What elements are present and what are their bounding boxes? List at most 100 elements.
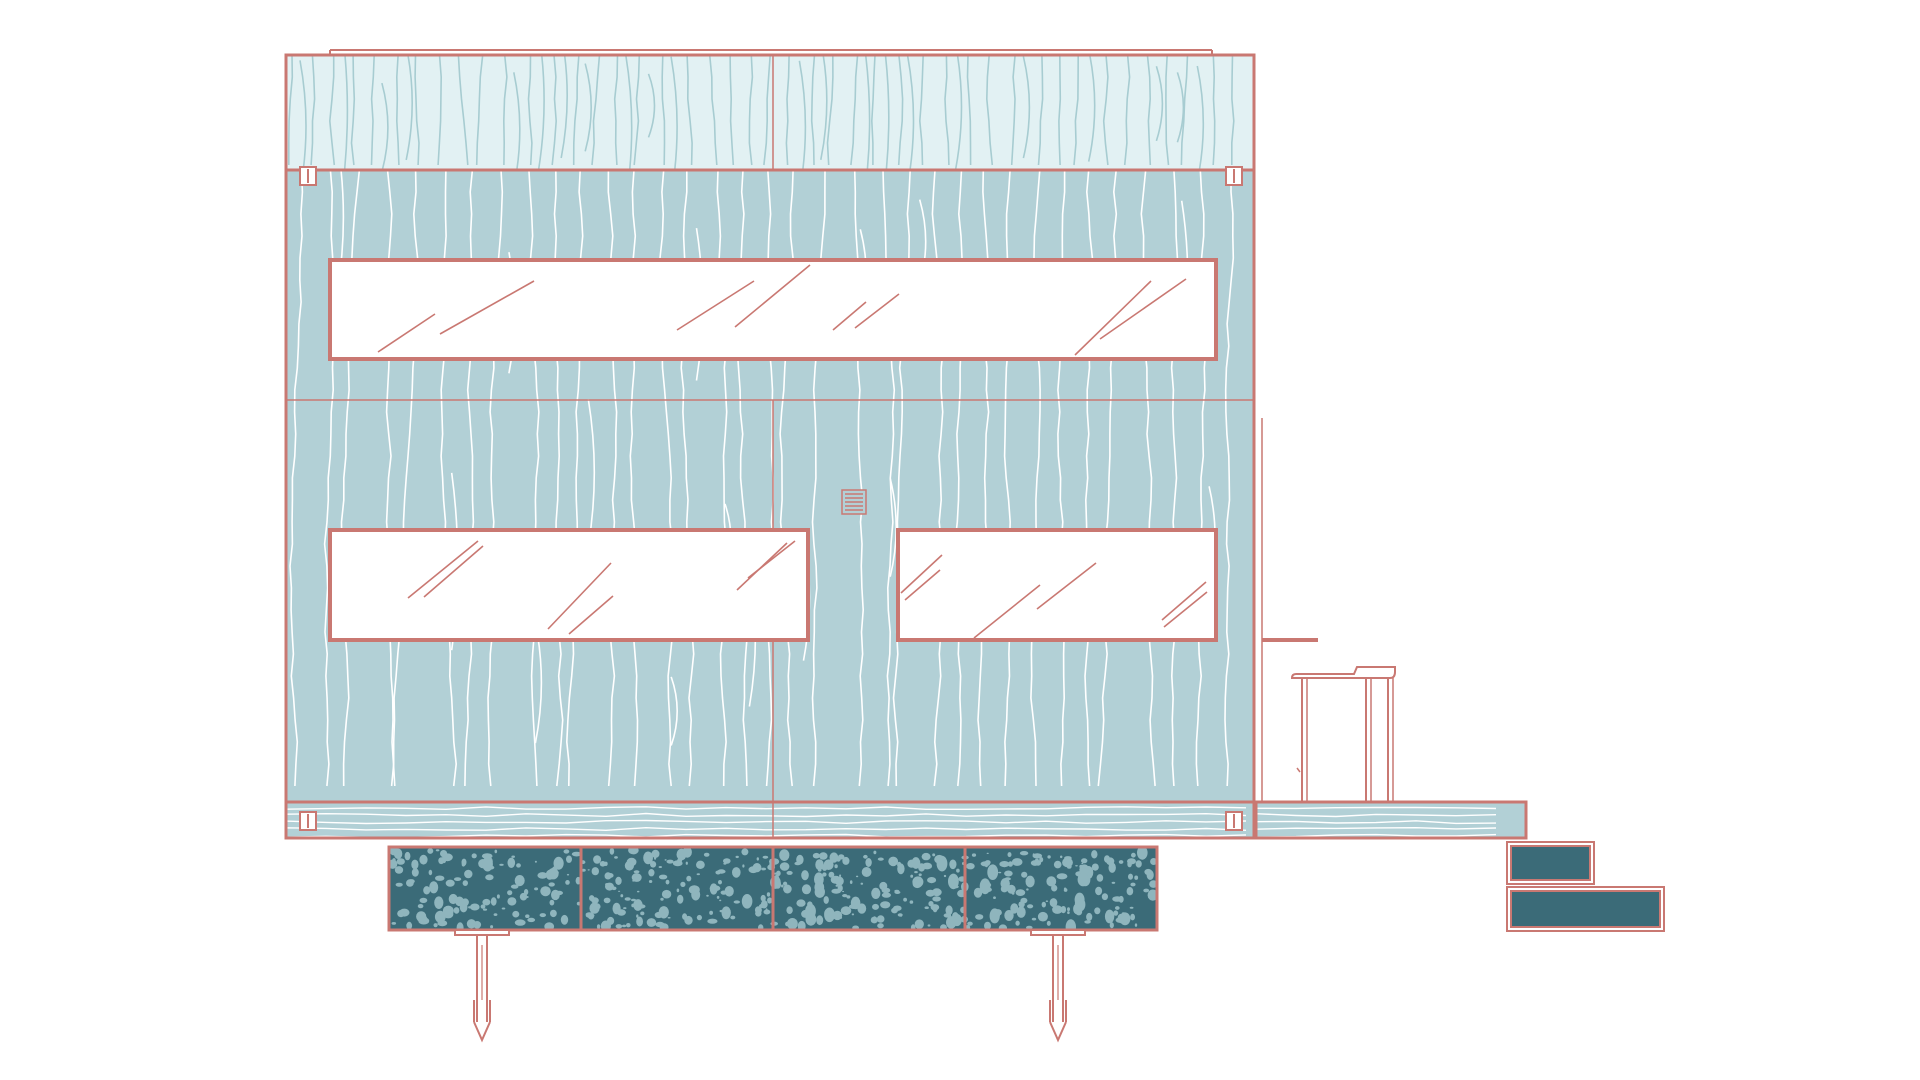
speckle	[514, 875, 525, 887]
speckle	[419, 854, 428, 865]
speckle	[1062, 857, 1073, 868]
speckle	[507, 890, 513, 896]
speckle	[924, 906, 929, 909]
speckle	[609, 847, 615, 855]
speckle	[404, 851, 411, 861]
grain-knot	[584, 63, 592, 152]
speckle	[1091, 850, 1098, 859]
speckle	[807, 901, 813, 907]
speckle	[490, 925, 494, 929]
speckle	[437, 920, 448, 927]
speckle	[640, 911, 645, 916]
speckle	[643, 851, 653, 865]
speckle	[1026, 925, 1033, 930]
speckle	[914, 871, 918, 874]
speckle	[863, 854, 868, 859]
speckle	[756, 857, 759, 861]
speckle	[838, 854, 845, 860]
speckle	[873, 850, 877, 855]
speckle	[631, 903, 635, 908]
speckle	[716, 895, 720, 899]
grain-line	[1256, 806, 1497, 810]
corner-bracket	[299, 166, 317, 186]
speckle	[815, 859, 824, 871]
speckle	[1147, 889, 1157, 901]
speckle	[664, 859, 667, 861]
speckle	[1081, 858, 1088, 864]
speckle	[709, 885, 721, 892]
speckle	[1007, 852, 1012, 858]
speckle	[1115, 906, 1120, 910]
speckle	[877, 857, 884, 861]
grain-line	[1180, 55, 1190, 166]
speckle	[721, 906, 731, 920]
clerestory-glass-reflections	[377, 264, 1187, 356]
speckle	[1015, 889, 1026, 896]
speckle	[993, 896, 996, 899]
speckle	[1010, 903, 1019, 914]
speckle	[927, 877, 937, 884]
speckle	[1041, 901, 1047, 908]
speckle	[787, 921, 791, 924]
speckle	[665, 879, 670, 885]
grain-line	[658, 170, 674, 787]
speckle	[748, 866, 759, 874]
speckle	[429, 881, 439, 894]
grain-line	[289, 170, 304, 787]
upper-cladding-band	[284, 49, 1256, 172]
main-wall	[284, 168, 1263, 804]
support-legs	[454, 929, 1086, 1043]
grain-knot	[954, 55, 963, 170]
grain-line	[685, 55, 693, 166]
grain-knot	[513, 72, 521, 170]
speckle	[654, 911, 664, 919]
grain-knot	[670, 56, 678, 170]
speckle	[971, 853, 977, 857]
grain-line	[527, 55, 533, 166]
speckle	[682, 913, 688, 920]
speckle	[622, 924, 627, 928]
speckle	[660, 897, 664, 901]
base-speckle-texture	[389, 847, 1157, 930]
speckle	[468, 906, 472, 909]
speckle	[499, 863, 504, 866]
speckle	[560, 914, 569, 925]
speckle	[406, 921, 413, 930]
speckle	[1096, 874, 1104, 882]
grain-line	[1084, 170, 1094, 787]
grain-knot	[537, 55, 545, 170]
grain-line	[708, 55, 718, 166]
grain-line	[572, 55, 580, 166]
speckle	[876, 915, 885, 923]
speckle	[1104, 909, 1115, 924]
speckle	[490, 897, 497, 906]
grain-line	[1057, 170, 1067, 787]
speckle	[909, 900, 914, 904]
speckle	[849, 880, 853, 884]
speckle	[525, 914, 530, 918]
speckle	[411, 868, 419, 877]
speckle	[816, 915, 824, 926]
speckle	[851, 913, 855, 916]
speckle	[786, 870, 793, 875]
speckle	[571, 851, 582, 857]
speckle	[636, 890, 640, 893]
speckle	[548, 882, 555, 887]
speckle	[648, 880, 653, 883]
grain-line	[414, 55, 420, 166]
vent-slats	[845, 493, 863, 511]
speckle	[925, 889, 936, 897]
speckle	[527, 917, 536, 923]
speckle	[1141, 848, 1145, 854]
speckle	[735, 855, 739, 859]
grain-knot	[405, 55, 413, 161]
speckle	[1075, 865, 1078, 867]
speckle	[801, 870, 809, 881]
speckle	[1007, 884, 1016, 894]
speckle	[526, 896, 529, 898]
speckle	[1129, 906, 1134, 909]
speckle	[631, 898, 636, 902]
speckle	[987, 864, 999, 880]
grain-line	[1030, 170, 1041, 787]
